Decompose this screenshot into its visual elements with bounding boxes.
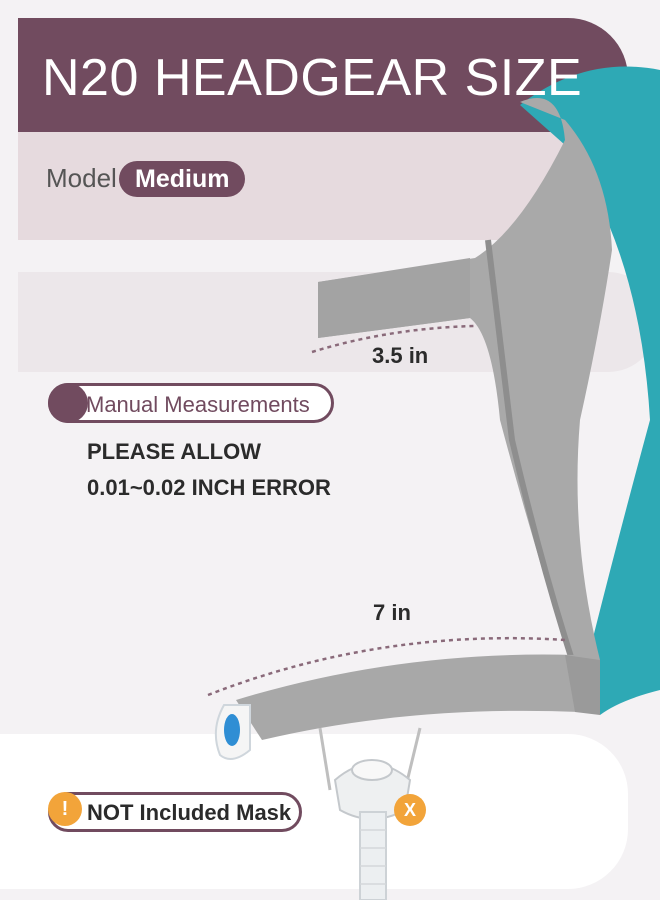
x-mark-icon: X (394, 794, 426, 826)
title-banner (18, 18, 628, 140)
page-title: N20 HEADGEAR SIZE (42, 49, 583, 107)
strap-lower (236, 654, 580, 740)
model-label: Model (46, 163, 117, 193)
error-note-line2: 0.01~0.02 INCH ERROR (87, 475, 331, 500)
strap-upper (318, 97, 612, 661)
strap-stitching (485, 239, 575, 661)
strap-teal-side (520, 66, 660, 716)
warning-icon: ! (48, 792, 82, 826)
error-note-line1: PLEASE ALLOW (87, 439, 261, 464)
model-size-badge: Medium (119, 161, 246, 197)
lower-strap-length: 7 in (373, 600, 411, 625)
clip-blue-insert (224, 714, 240, 746)
mask-notice-label: NOT Included Mask (87, 800, 292, 825)
upper-measure-arc (311, 324, 476, 354)
manual-measurements-label: Manual Measurements (86, 392, 310, 417)
badge-dot (48, 383, 88, 423)
strap-joint (565, 655, 600, 715)
manual-measurements-badge (48, 383, 334, 423)
upper-strap-length: 3.5 in (372, 343, 429, 368)
mask-notice-pill (48, 792, 302, 832)
lower-measure-arc (207, 636, 566, 697)
strap-top-tab (318, 258, 470, 338)
